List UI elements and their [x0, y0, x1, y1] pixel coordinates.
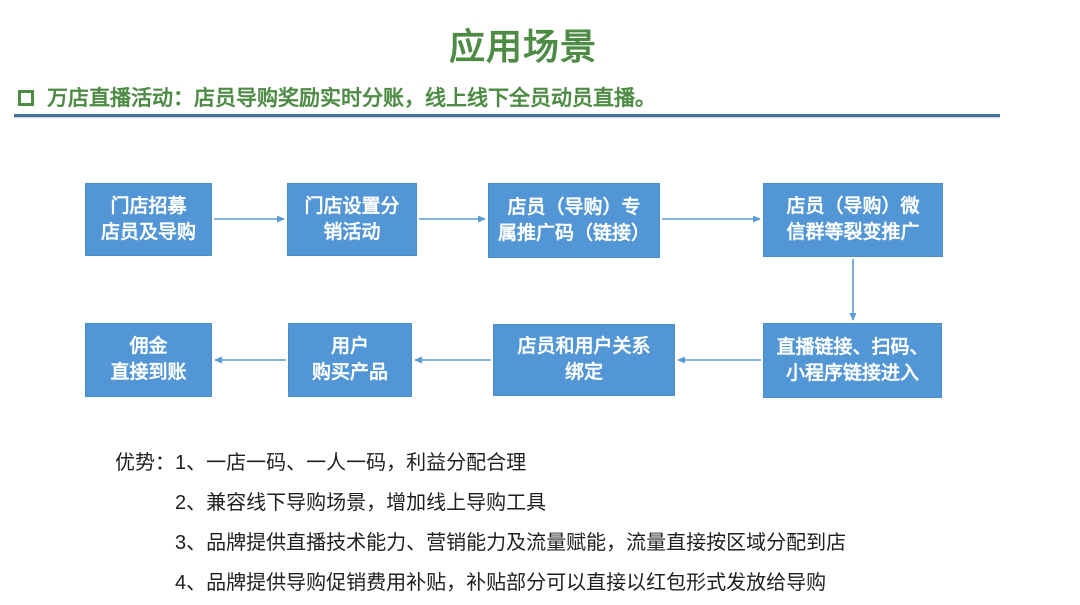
advantages-block: 优势： 1、一店一码、一人一码，利益分配合理 2、兼容线下导购场景，增加线上导购… — [115, 443, 846, 603]
bullet-square-icon — [18, 89, 34, 106]
advantage-item-2: 2、兼容线下导购场景，增加线上导购工具 — [175, 492, 547, 514]
flow-box-user-purchase: 用户 购买产品 — [288, 323, 412, 397]
flow-box-store-setup: 门店设置分 销活动 — [287, 183, 417, 256]
header-bullet-row: 万店直播活动：店员导购奖励实时分账，线上线下全员动员直播。 — [18, 82, 656, 112]
page-title: 应用场景 — [448, 26, 597, 67]
advantages-label: 优势： — [115, 452, 175, 474]
flow-box-wechat-fission: 店员（导购）微 信群等裂变推广 — [763, 183, 943, 257]
advantage-item-3: 3、品牌提供直播技术能力、营销能力及流量赋能，流量直接按区域分配到店 — [175, 532, 847, 554]
advantage-item-4: 4、品牌提供导购促销费用补贴，补贴部分可以直接以红包形式发放给导购 — [175, 572, 827, 594]
header-divider — [14, 114, 1000, 117]
header-text: 万店直播活动：店员导购奖励实时分账，线上线下全员动员直播。 — [47, 87, 656, 110]
advantage-item-1: 1、一店一码、一人一码，利益分配合理 — [175, 452, 527, 474]
flow-box-promo-code: 店员（导购）专 属推广码（链接） — [488, 183, 660, 258]
advantages-list: 1、一店一码、一人一码，利益分配合理 2、兼容线下导购场景，增加线上导购工具 3… — [175, 443, 846, 603]
flow-box-relation-bind: 店员和用户关系 绑定 — [493, 324, 675, 396]
flow-box-commission-paid: 佣金 直接到账 — [85, 323, 212, 397]
flow-box-live-entry: 直播链接、扫码、 小程序链接进入 — [763, 323, 942, 398]
flow-box-store-recruit: 门店招募 店员及导购 — [85, 183, 212, 256]
